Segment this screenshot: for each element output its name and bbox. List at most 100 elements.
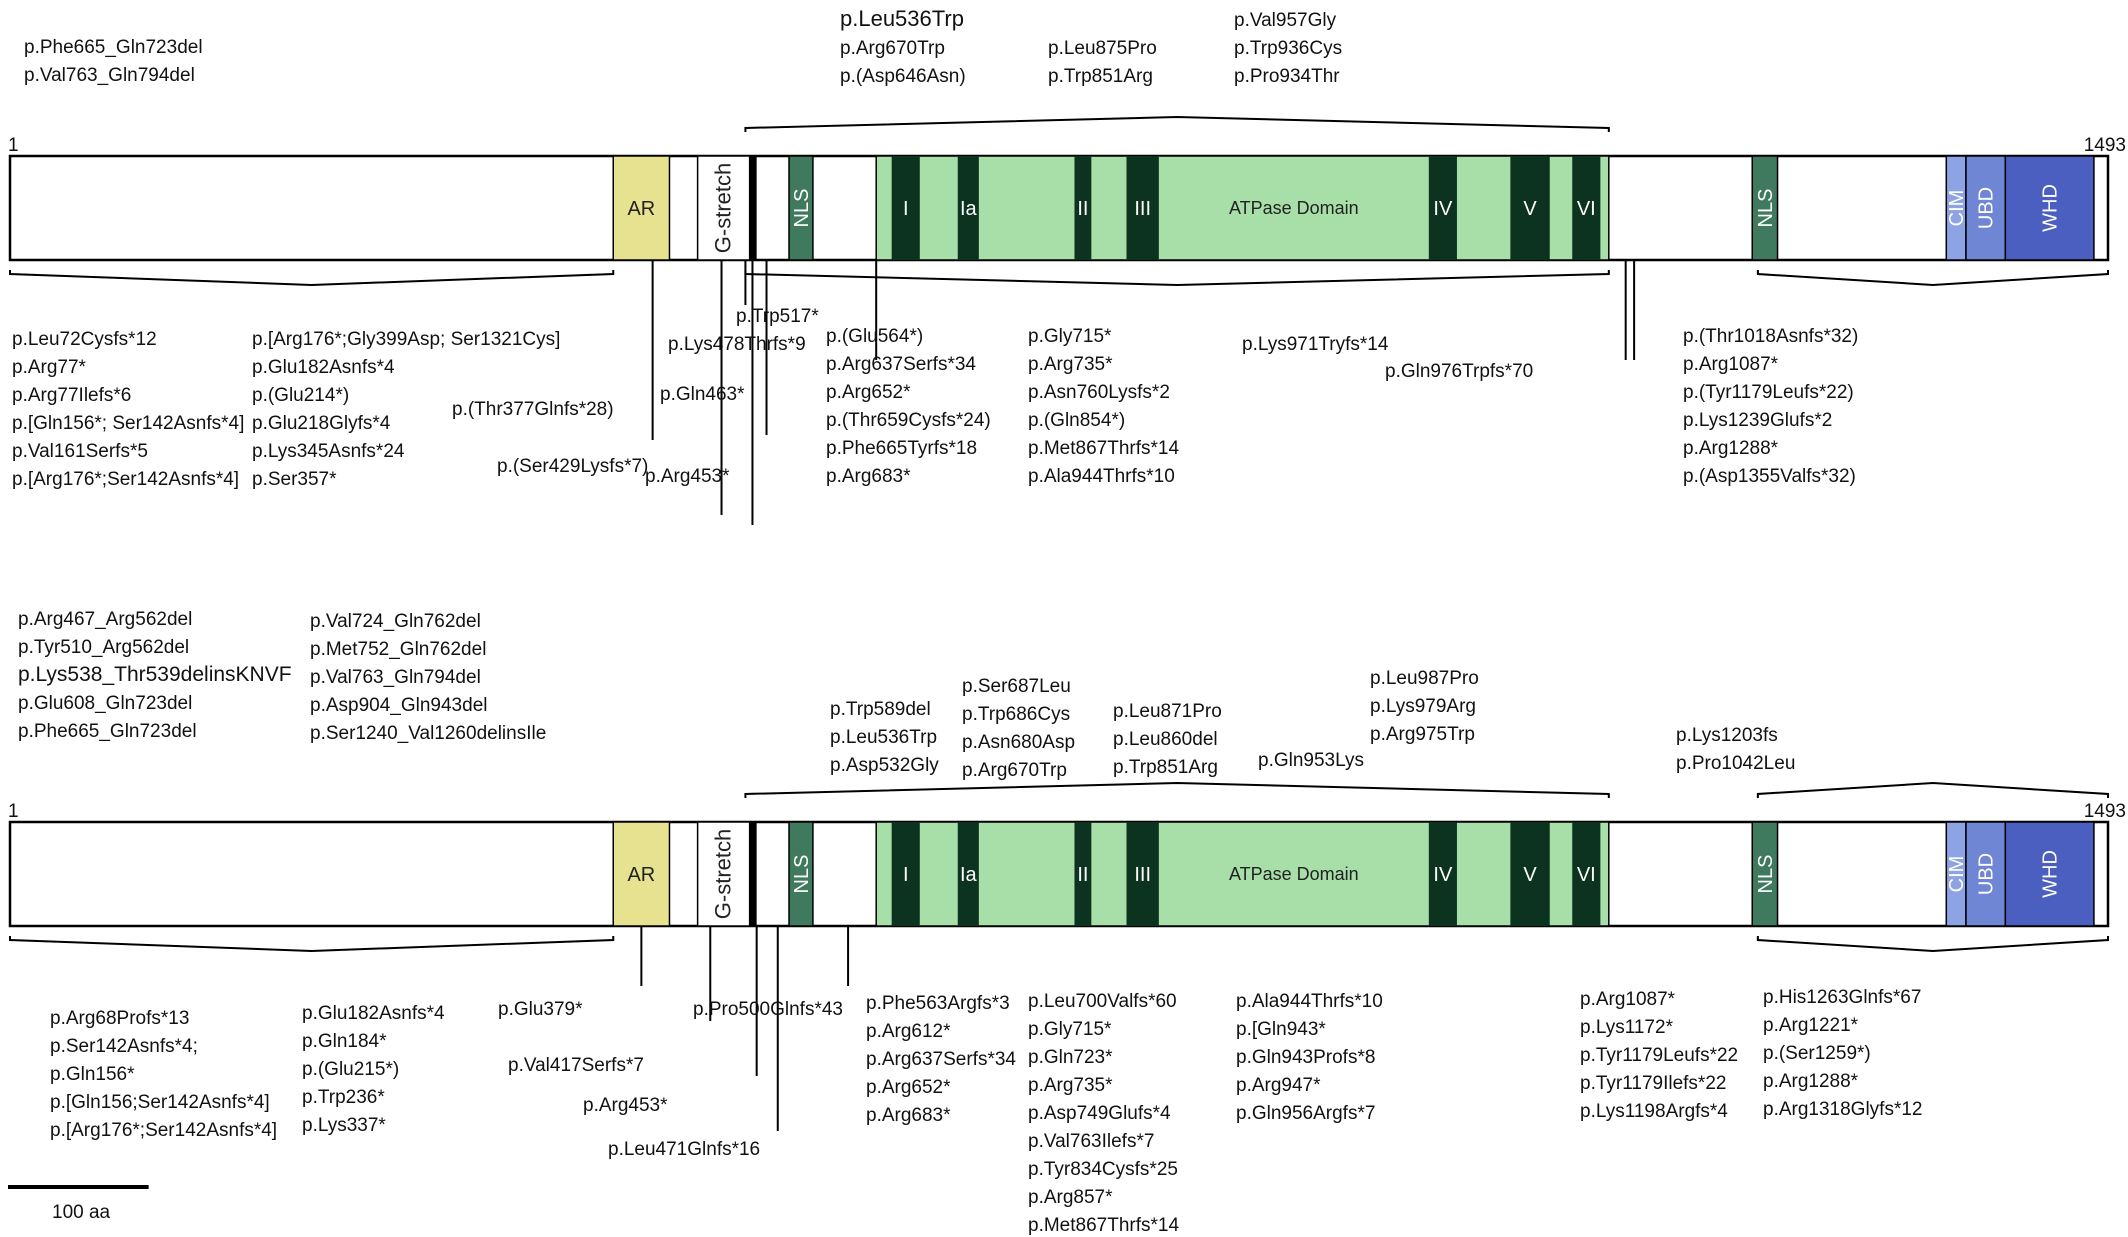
mutation-label-below: p.Gln956Argfs*7 — [1236, 1103, 1375, 1124]
motif-iii — [1126, 156, 1159, 260]
mutation-label-below: p.(Gln854*) — [1028, 410, 1125, 431]
domain-ar — [612, 155, 671, 261]
bracket-below — [9, 936, 615, 953]
mutation-label-above: p.Leu987Pro — [1370, 668, 1479, 689]
motif-v — [1510, 822, 1550, 926]
mutation-label-below: p.Ala944Thrfs*10 — [1236, 991, 1383, 1012]
mutation-label-below: p.Gln976Trpfs*70 — [1385, 361, 1533, 382]
bracket-above — [744, 781, 1610, 798]
mutation-label-below: p.Lys1198Argfs*4 — [1580, 1101, 1728, 1122]
range-start-label: 1 — [8, 801, 19, 822]
motif-iv — [1428, 156, 1457, 260]
mutation-label-above: p.Lys979Arg — [1370, 696, 1476, 717]
mutation-label-above: p.Glu608_Gln723del — [18, 693, 192, 714]
mutation-label-below: p.Gly715* — [1028, 326, 1112, 347]
mutation-label-above: p.Trp936Cys — [1234, 38, 1342, 59]
domain-label-ubd: UBD — [1976, 853, 1998, 895]
mutation-label-below: p.Glu182Asnfs*4 — [302, 1003, 445, 1024]
mutation-label-below: p.(Glu214*) — [252, 385, 349, 406]
domain-whd — [2004, 155, 2095, 261]
mutation-label-above: p.Trp589del — [830, 699, 931, 720]
domain-ar — [612, 821, 671, 927]
domain-label-nls1: NLS — [791, 189, 813, 228]
mutation-label-below: p.Gln723* — [1028, 1047, 1113, 1068]
mutation-label-below: p.Lys478Thrfs*9 — [668, 334, 806, 355]
mutation-label-below: p.Asp749Glufs*4 — [1028, 1103, 1171, 1124]
mutation-label-above: p.Leu875Pro — [1048, 38, 1157, 59]
mutation-label-below: p.(Glu215*) — [302, 1059, 399, 1080]
domain-label-cim: CIM — [1946, 190, 1968, 227]
mutation-label-below: p.Arg68Profs*13 — [50, 1008, 189, 1029]
mutation-label-below: p.Arg1087* — [1580, 989, 1676, 1010]
mutation-label-below: p.Ala944Thrfs*10 — [1028, 466, 1175, 487]
mutation-label-below: p.Gln184* — [302, 1031, 387, 1052]
domain-atpase — [875, 821, 1610, 927]
motif-label: I — [903, 198, 909, 220]
motif-ia — [957, 822, 979, 926]
domain-label-whd: WHD — [2040, 850, 2062, 898]
mutation-label-above: p.Phe665_Gln723del — [18, 721, 197, 742]
g-stretch-end-marker — [749, 822, 757, 926]
motif-ia — [957, 156, 979, 260]
mutation-label-below: p.Leu72Cysfs*12 — [12, 329, 157, 350]
motif-label: V — [1523, 198, 1537, 220]
mutation-label-below: p.Lys971Tryfs*14 — [1242, 334, 1389, 355]
domain-label-ubd: UBD — [1976, 187, 1998, 229]
mutation-label-above: p.Val763_Gln794del — [24, 65, 195, 86]
mutation-label-below: p.Arg735* — [1028, 1075, 1113, 1096]
mutation-label-below: p.(Thr1018Asnfs*32) — [1683, 326, 1858, 347]
motif-vi — [1572, 822, 1601, 926]
domain-label-atpase: ATPase Domain — [1229, 198, 1359, 218]
mutation-label-below: p.Arg1087* — [1683, 354, 1779, 375]
motif-vi — [1572, 156, 1601, 260]
mutation-label-below: p.(Thr659Cysfs*24) — [826, 410, 991, 431]
mutation-label-below: p.Arg652* — [866, 1077, 951, 1098]
mutation-label-above: p.Val724_Gln762del — [310, 611, 481, 632]
mutation-label-above: p.Asn680Asp — [962, 732, 1075, 753]
mutation-label-above: p.Trp851Arg — [1113, 757, 1218, 778]
mutation-label-below: p.Glu379* — [498, 999, 583, 1020]
domain-label-cim: CIM — [1946, 856, 1968, 893]
mutation-label-below: p.Arg453* — [583, 1095, 668, 1116]
mutation-label-above: p.Leu871Pro — [1113, 701, 1222, 722]
mutation-label-below: p.Val417Serfs*7 — [508, 1055, 644, 1076]
mutation-label-below: p.Phe563Argfs*3 — [866, 993, 1010, 1014]
mutation-label-below: p.Arg683* — [866, 1105, 951, 1126]
mutation-label-below: p.[Gln156*; Ser142Asnfs*4] — [12, 413, 244, 434]
mutation-label-above: p.Arg670Trp — [962, 760, 1067, 781]
mutation-label-below: p.Arg652* — [826, 382, 911, 403]
motif-label: VI — [1577, 864, 1596, 886]
motif-ii — [1074, 822, 1092, 926]
domain-ubd — [1965, 821, 2007, 927]
domain-nls1 — [788, 821, 814, 927]
mutation-label-below: p.(Asp1355Valfs*32) — [1683, 466, 1856, 487]
motif-label: IV — [1433, 198, 1453, 220]
mutation-label-below: p.Pro500Glnfs*43 — [693, 999, 843, 1020]
range-start-label: 1 — [8, 135, 19, 156]
motif-label: VI — [1577, 198, 1596, 220]
mutation-label-above: p.Ser1240_Val1260delinsIle — [310, 723, 546, 744]
mutation-label-below: p.[Gln156;Ser142Asnfs*4] — [50, 1092, 270, 1113]
mutation-label-below: p.Arg612* — [866, 1021, 951, 1042]
domain-ubd — [1965, 155, 2007, 261]
motif-i — [891, 822, 920, 926]
mutation-label-below: p.Arg857* — [1028, 1187, 1113, 1208]
bracket-below — [744, 270, 1610, 287]
mutation-label-below: p.[Arg176*;Gly399Asp; Ser1321Cys] — [252, 329, 560, 350]
mutation-label-above: p.Trp851Arg — [1048, 66, 1153, 87]
mutation-label-below: p.Arg947* — [1236, 1075, 1321, 1096]
scale-bar: 100 aa — [8, 1185, 149, 1223]
mutation-label-above: p.Leu860del — [1113, 729, 1218, 750]
motif-label: Ia — [960, 864, 978, 886]
g-stretch-end-marker — [749, 156, 757, 260]
mutation-label-below: p.[Gln943* — [1236, 1019, 1326, 1040]
mutation-label-below: p.Gly715* — [1028, 1019, 1112, 1040]
motif-label: I — [903, 864, 909, 886]
mutation-label-below: p.Trp236* — [302, 1087, 385, 1108]
mutation-label-below: p.Lys337* — [302, 1115, 386, 1136]
mutation-label-below: p.Tyr1179Leufs*22 — [1580, 1045, 1738, 1066]
mutation-label-below: p.Val763Ilefs*7 — [1028, 1131, 1154, 1152]
domain-label-nls2: NLS — [1755, 189, 1777, 228]
